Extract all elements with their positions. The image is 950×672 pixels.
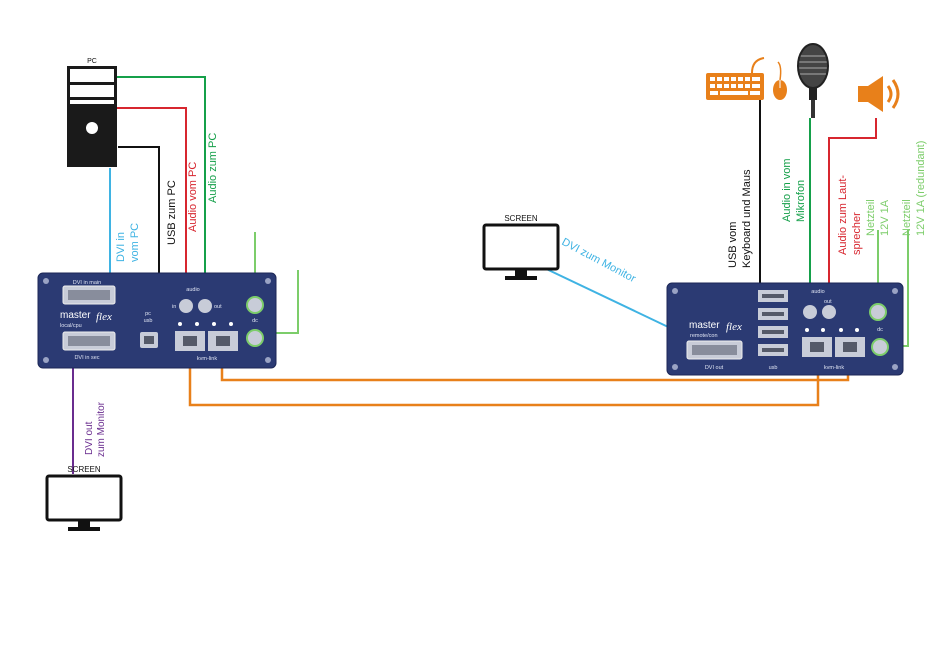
pc-label: PC xyxy=(87,58,97,65)
label-audio-zum-pc: Audio zum PC xyxy=(207,133,219,203)
dc-jack-left-2 xyxy=(246,329,264,347)
right-brand: master xyxy=(689,320,720,331)
audio-to-pc-cable xyxy=(117,76,206,302)
right-mic-jack xyxy=(803,305,817,319)
right-dvi-out-label: DVI out xyxy=(705,365,724,371)
dvi-in-main-port xyxy=(62,285,116,305)
label-usb-pc: USB zum PC xyxy=(166,180,178,245)
kvm-link-port-right-1 xyxy=(802,337,832,357)
right-audio-out-label: out xyxy=(824,299,832,305)
screen-left-label: SCREEN xyxy=(67,465,101,474)
left-sub-label: local/cpu xyxy=(60,323,82,329)
left-brand: master xyxy=(60,310,91,321)
left-usb-label: usb xyxy=(144,318,153,324)
left-audio-in-label: in xyxy=(172,304,176,310)
right-audio-label: audio xyxy=(811,289,824,295)
usb-b-port xyxy=(140,332,158,348)
dvi-out-port xyxy=(686,340,743,360)
microphone-icon xyxy=(797,43,829,118)
audio-out-jack xyxy=(198,299,212,313)
dc-jack-right-1 xyxy=(869,303,887,321)
dvi-in-sec-port xyxy=(62,331,116,351)
kvm-link-port-right-2 xyxy=(835,337,865,357)
usb-a-ports xyxy=(758,290,788,356)
label-audio-vom-pc: Audio vom PC xyxy=(187,162,199,232)
keyboard-icon xyxy=(706,57,765,100)
dc-jack-right-2 xyxy=(871,338,889,356)
label-psu1-1: Netzteil xyxy=(865,199,877,236)
right-usb-label: usb xyxy=(769,365,778,371)
pc-tower-icon: PC xyxy=(67,58,117,167)
audio-from-pc-cable xyxy=(117,107,187,302)
label-usb-kbd-2: Keyboard und Maus xyxy=(741,169,753,268)
kvm-link-port-left-1 xyxy=(175,331,205,351)
label-usb-kbd-1: USB vom xyxy=(727,222,739,268)
label-dvi-zum-monitor: DVI zum Monitor xyxy=(560,236,638,285)
label-psu1-2: 12V 1A xyxy=(879,199,891,236)
left-kvm-link-label: kvm-link xyxy=(197,356,217,362)
dvi-in-main-label: DVI in main xyxy=(73,280,101,286)
mouse-icon xyxy=(773,61,787,100)
monitor-icon: SCREEN xyxy=(45,465,123,531)
label-audio-spk-2: sprecher xyxy=(851,212,863,255)
left-audio-out-label: out xyxy=(214,304,222,310)
label-dvi-in-1: DVI in xyxy=(115,232,127,262)
speaker-icon xyxy=(858,76,900,112)
right-speaker-jack xyxy=(822,305,836,319)
monitor-icon: SCREEN xyxy=(482,214,560,280)
label-audio-spk-1: Audio zum Laut- xyxy=(837,175,849,255)
left-dc-label: dc xyxy=(252,318,258,324)
audio-speaker-cable xyxy=(828,118,877,308)
right-extender-unit: master flex remote/con DVI out usb audio… xyxy=(666,282,904,376)
left-brand-script: flex xyxy=(96,311,112,323)
label-audio-mic-1: Audio in vom xyxy=(781,158,793,222)
screen-right-label: SCREEN xyxy=(504,214,538,223)
label-psu2-1: Netzteil xyxy=(901,199,913,236)
right-sub-label: remote/con xyxy=(690,333,718,339)
label-audio-mic-2: Mikrofon xyxy=(795,180,807,222)
label-dvi-out-2: zum Monitor xyxy=(96,401,107,457)
label-psu2-2: 12V 1A (redundant) xyxy=(915,141,927,236)
audio-in-jack xyxy=(179,299,193,313)
label-dvi-in-2: vom PC xyxy=(129,223,141,262)
left-extender-unit: DVI in main master flex local/cpu DVI in… xyxy=(37,272,277,369)
right-brand-script: flex xyxy=(726,321,742,333)
label-dvi-out-1: DVI out xyxy=(84,421,95,455)
left-pc-label: pc xyxy=(145,311,151,317)
dc-jack-left-1 xyxy=(246,296,264,314)
dvi-in-sec-label: DVI in sec xyxy=(74,355,99,361)
kvm-link-cable-1 xyxy=(188,348,820,407)
left-audio-label: audio xyxy=(186,287,199,293)
kvm-link-port-left-2 xyxy=(208,331,238,351)
usb-to-pc-cable xyxy=(118,146,160,335)
right-kvm-link-label: kvm-link xyxy=(824,365,844,371)
right-dc-label: dc xyxy=(877,327,883,333)
